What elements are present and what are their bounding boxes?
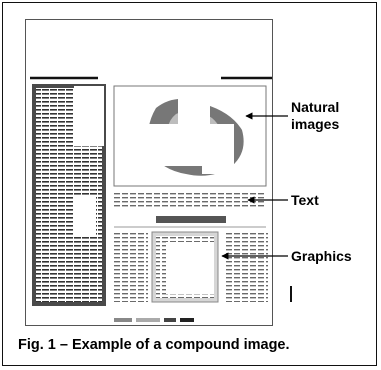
lower-right-text xyxy=(224,232,268,302)
footer-bar-3 xyxy=(164,318,176,322)
natural-image-redaction-1 xyxy=(178,88,210,126)
lower-left-text xyxy=(114,232,148,302)
left-column-image-hole xyxy=(74,196,96,236)
natural-image-redaction-3 xyxy=(202,142,234,174)
text-region xyxy=(114,192,266,208)
graphics-region-redaction xyxy=(166,242,214,294)
natural-images-callout-line-1: Natural xyxy=(291,99,340,115)
natural-images-callout-line-2: images xyxy=(291,116,340,132)
header-area xyxy=(26,20,272,78)
scan-artifact-mark xyxy=(290,286,292,302)
natural-images-callout: Natural images xyxy=(291,99,339,133)
graphics-callout: Graphics xyxy=(291,248,352,264)
section-title-bar xyxy=(156,216,226,223)
compound-document-page xyxy=(25,19,273,326)
footer-bar-2 xyxy=(136,318,160,322)
left-column-redaction xyxy=(74,86,104,146)
text-callout: Text xyxy=(291,192,319,208)
footer-bar-1 xyxy=(114,318,132,322)
footer-bar-4 xyxy=(180,318,194,322)
figure-caption: Fig. 1 – Example of a compound image. xyxy=(18,337,290,353)
document-layout xyxy=(26,20,272,322)
